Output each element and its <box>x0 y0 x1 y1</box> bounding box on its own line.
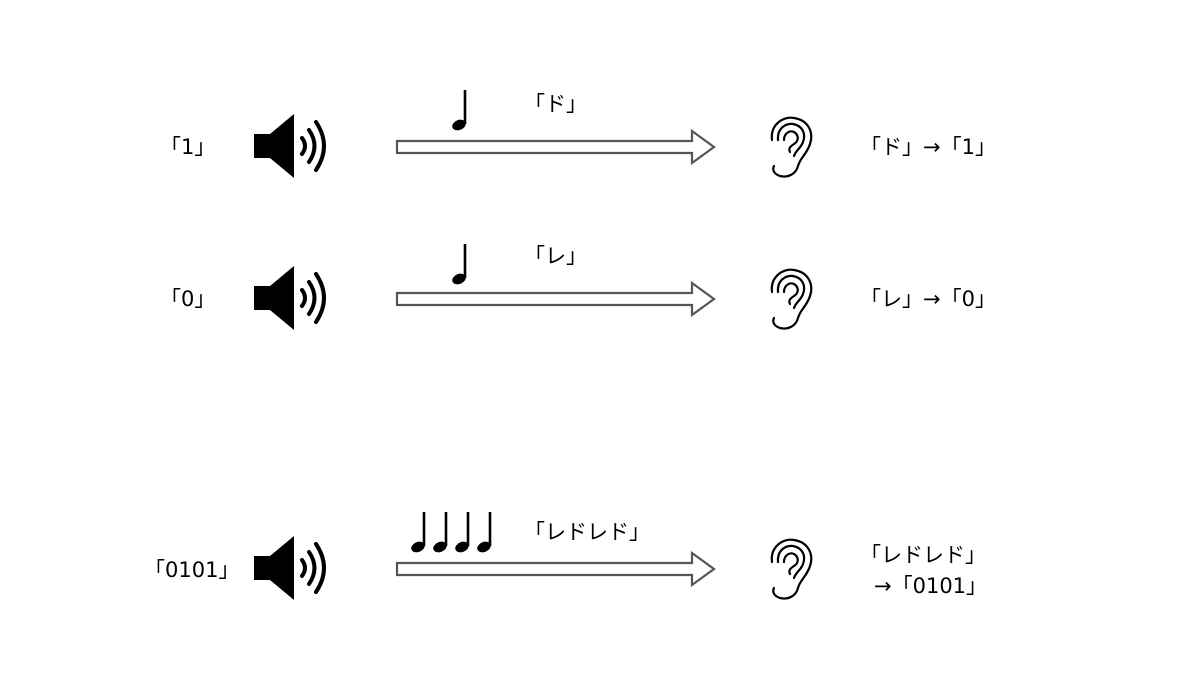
note-group <box>407 510 517 570</box>
decoded-tone-label: 「レドレド」 <box>860 543 986 567</box>
decoded-result-label: 「レ」→「0」 <box>860 287 996 311</box>
ear-icon <box>770 116 813 178</box>
quarter-note-icon <box>452 90 467 131</box>
tone-label: 「レドレド」 <box>524 520 650 544</box>
note-group <box>448 88 558 148</box>
tone-label: 「ド」 <box>524 92 587 116</box>
input-bits-label: 「0」 <box>160 287 216 311</box>
ear-icon <box>770 538 813 600</box>
hollow-right-arrow <box>395 550 716 588</box>
decoded-bits-label: →「0101」 <box>874 574 988 598</box>
quarter-note-icon <box>477 512 492 553</box>
transmission-row-1: 「1」 「ド」 「ド」→「1」 <box>0 88 1200 208</box>
transmission-row-3: 「0101」 「レドレド」 「レドレド」 →「0101」 <box>0 510 1200 630</box>
quarter-note-icon <box>411 512 426 553</box>
transmission-row-2: 「0」 「レ」 「レ」→「0」 <box>0 240 1200 360</box>
tone-label: 「レ」 <box>524 244 587 268</box>
speaker-icon <box>254 266 326 330</box>
quarter-note-icon <box>433 512 448 553</box>
quarter-note-icon <box>455 512 470 553</box>
input-bits-label: 「0101」 <box>144 558 240 582</box>
hollow-right-arrow <box>395 280 716 318</box>
speaker-icon <box>254 536 326 600</box>
quarter-note-icon <box>452 244 467 285</box>
decoded-result-label: 「ド」→「1」 <box>860 135 996 159</box>
hollow-right-arrow <box>395 128 716 166</box>
speaker-icon <box>254 114 326 178</box>
ear-icon <box>770 268 813 330</box>
input-bits-label: 「1」 <box>160 135 216 159</box>
note-group <box>448 242 558 302</box>
